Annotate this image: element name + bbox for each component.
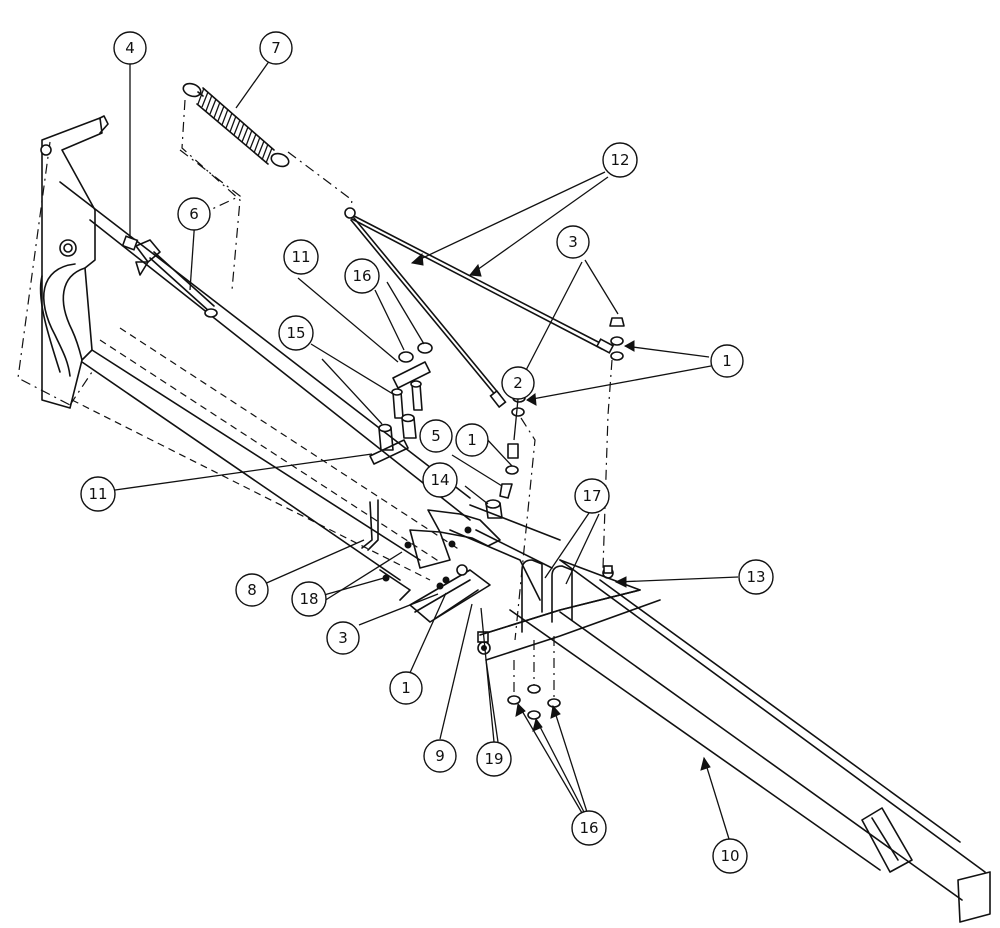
callout-bubble-19: 19: [476, 741, 512, 777]
callout-label: 11: [291, 248, 310, 266]
callout-bubble-11-bottom: 11: [80, 476, 116, 512]
spring-rod: [121, 235, 218, 318]
callout-label: 18: [299, 590, 318, 608]
callout-label: 19: [484, 750, 503, 768]
callout-bubble-9: 9: [423, 739, 457, 773]
callout-label: 8: [247, 581, 257, 599]
callout-bubble-10: 10: [712, 838, 748, 874]
bottom-washers: [507, 636, 561, 720]
callout-label: 14: [430, 471, 449, 489]
callout-bubble-1-mid: 1: [455, 423, 489, 457]
callout-bubble-18: 18: [291, 581, 327, 617]
callout-bubble-5: 5: [419, 419, 453, 453]
callout-bubble-7: 7: [259, 31, 293, 65]
callout-label: 16: [579, 819, 598, 837]
callout-bubble-2: 2: [501, 366, 535, 400]
callout-label: 12: [610, 151, 629, 169]
plate-bushing-stack: [361, 342, 433, 551]
center-bracket: [379, 504, 661, 661]
callout-bubble-3-top: 3: [556, 225, 590, 259]
callout-label: 3: [338, 629, 348, 647]
main-tongue-beam: [479, 559, 991, 923]
callout-label: 15: [286, 324, 305, 342]
callout-bubble-11-top: 11: [283, 239, 319, 275]
callout-label: 11: [88, 485, 107, 503]
callout-bubble-8: 8: [235, 573, 269, 607]
pin-parts: [485, 443, 519, 519]
callout-bubble-4: 4: [113, 31, 147, 65]
callout-bubble-6: 6: [177, 197, 211, 231]
callout-label: 3: [568, 233, 578, 251]
callout-bubble-17: 17: [574, 478, 610, 514]
u-bolts: [521, 559, 573, 633]
callout-bubble-1-bottom: 1: [389, 671, 423, 705]
callout-bubble-15: 15: [278, 315, 314, 351]
callout-label: 10: [720, 847, 739, 865]
callout-label: 9: [435, 747, 445, 765]
cable-assembly: [344, 207, 625, 641]
callout-label: 7: [271, 39, 281, 57]
callout-label: 17: [582, 487, 601, 505]
callout-label: 1: [467, 431, 477, 449]
callout-label: 2: [513, 374, 523, 392]
callout-bubble-16-bottom: 16: [571, 810, 607, 846]
extension-spring: [181, 82, 353, 291]
leader-lines: [114, 59, 739, 840]
callout-label: 1: [401, 679, 411, 697]
callout-bubble-3-bottom: 3: [326, 621, 360, 655]
callout-label: 13: [746, 568, 765, 586]
shank-assembly: [17, 115, 471, 581]
callout-bubble-12: 12: [602, 142, 638, 178]
callout-bubble-14: 14: [422, 462, 458, 498]
callout-label: 1: [722, 352, 732, 370]
callout-bubble-16-top: 16: [344, 258, 380, 294]
callout-bubble-1-right: 1: [710, 344, 744, 378]
callout-label: 6: [189, 205, 199, 223]
callout-label: 4: [125, 39, 135, 57]
callout-label: 16: [352, 267, 371, 285]
callout-label: 5: [431, 427, 441, 445]
callout-bubble-13: 13: [738, 559, 774, 595]
